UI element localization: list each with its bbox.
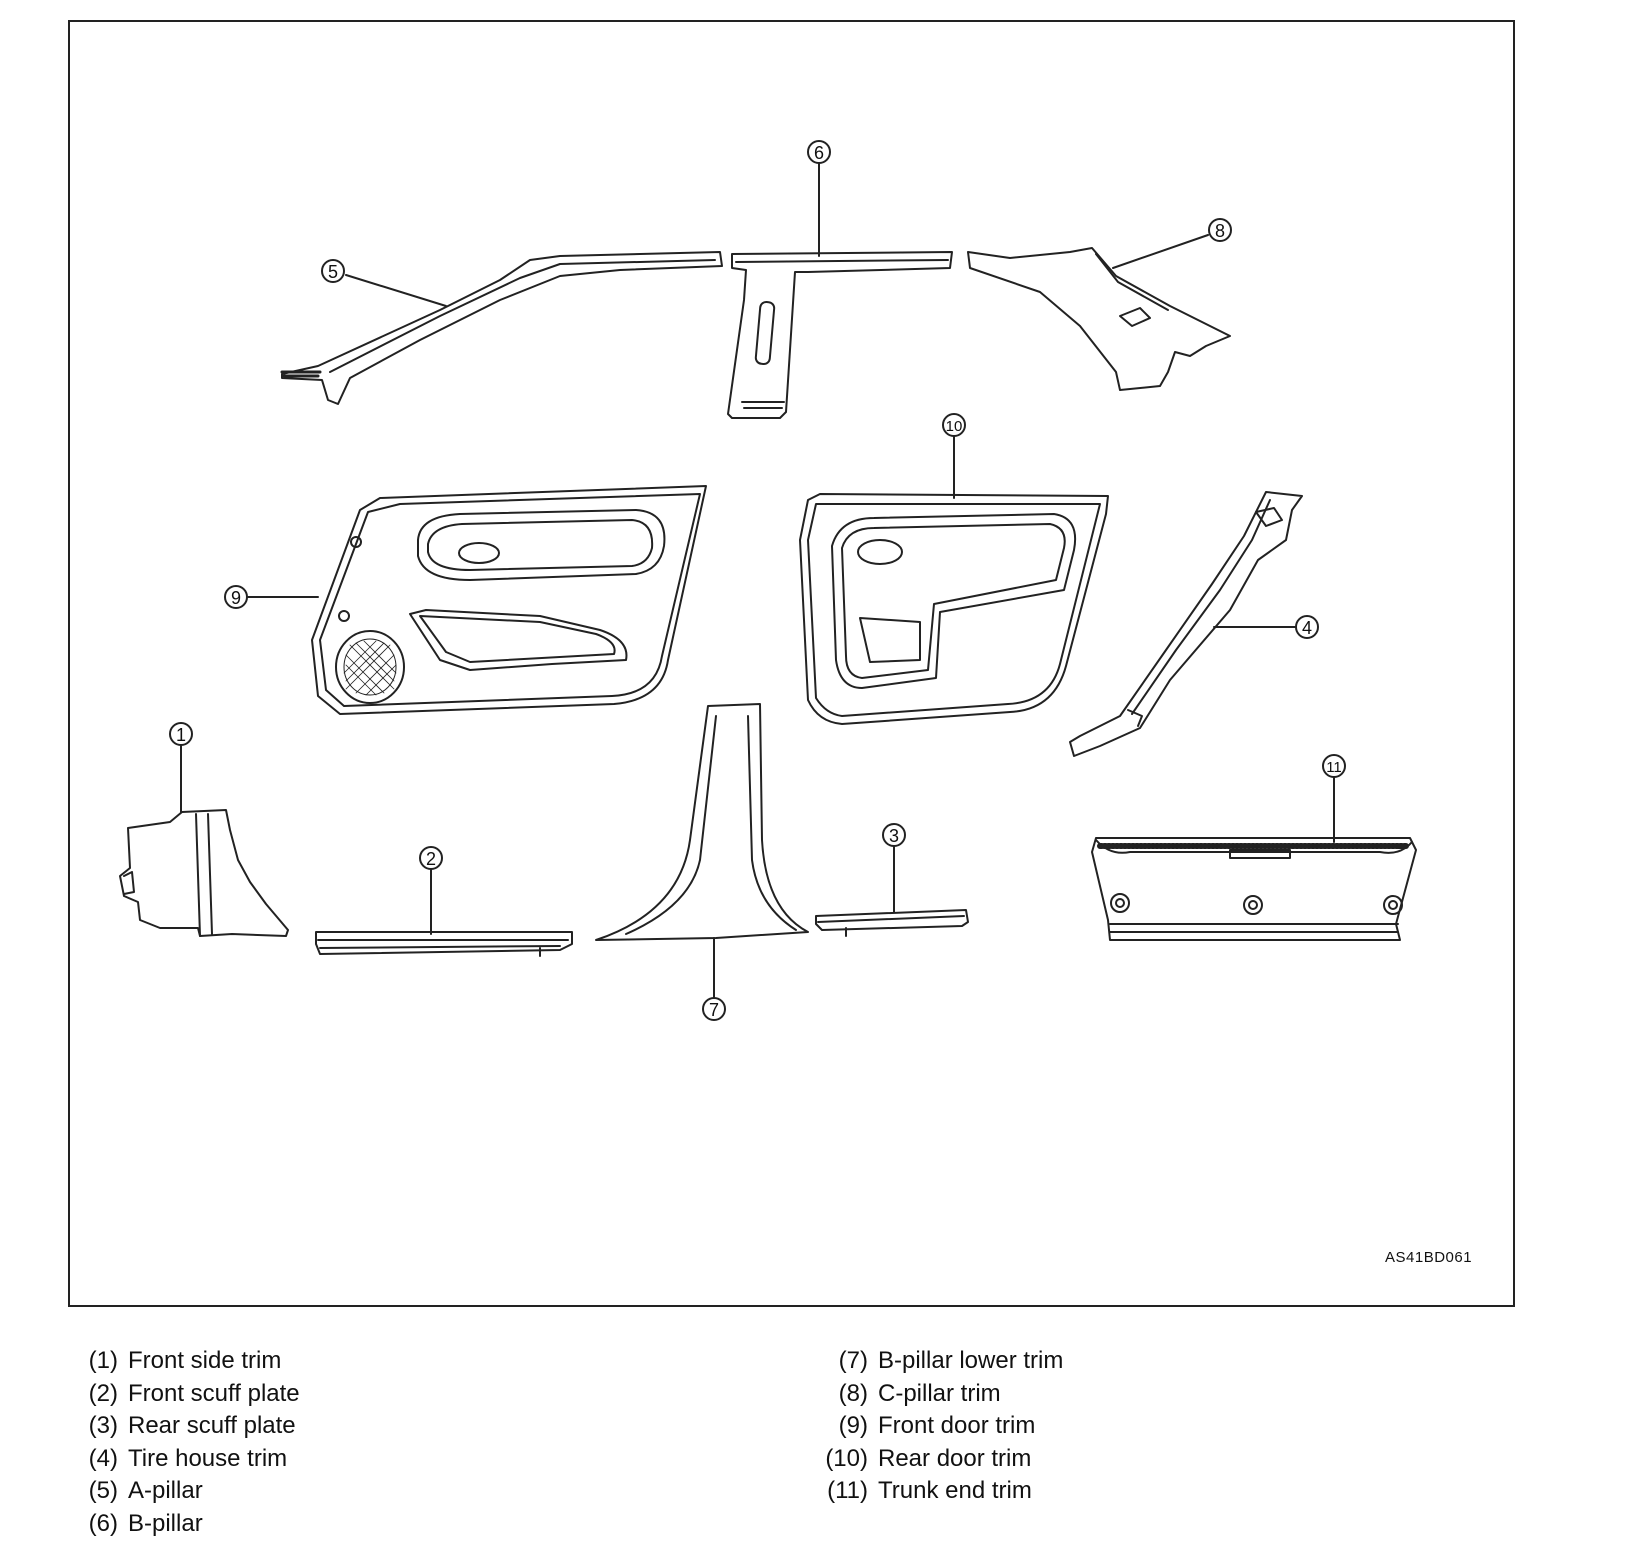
callout-1: 1: [169, 722, 193, 813]
legend-item: (7) B-pillar lower trim: [815, 1345, 1064, 1378]
rear-door-trim-part: [799, 493, 1109, 725]
legend-label: Front scuff plate: [128, 1379, 300, 1407]
legend-number: (5): [88, 1477, 118, 1504]
callout-4: 4: [1213, 615, 1319, 639]
legend-item: (3) Rear scuff plate: [80, 1410, 300, 1443]
legend-item: (11) Trunk end trim: [815, 1475, 1063, 1508]
legend-label: Rear scuff plate: [128, 1412, 296, 1439]
legend-number: (3): [88, 1412, 118, 1439]
svg-text:7: 7: [709, 1000, 719, 1020]
callout-2: 2: [419, 846, 443, 935]
callout-10: 10: [942, 413, 966, 499]
legend-item: (4) Tire house trim: [80, 1443, 300, 1476]
figure-code: AS41BD061: [1385, 1249, 1473, 1266]
legend-item: (9) Front door trim: [815, 1410, 1063, 1443]
legend-right-column: (7)B-pillar lower trim (8)C-pillar trim …: [815, 1345, 1063, 1508]
callout-11: 11: [1322, 754, 1346, 843]
legend-number: (7): [838, 1347, 868, 1374]
legend-label: Trunk end trim: [878, 1477, 1032, 1504]
diagram-frame: [68, 20, 1515, 1307]
legend-label: Tire house trim: [128, 1444, 288, 1472]
legend-number: (6): [88, 1509, 118, 1537]
tire-house-trim-part: [1069, 491, 1303, 757]
legend-label: B-pillar lower trim: [878, 1347, 1064, 1374]
svg-text:6: 6: [814, 143, 824, 163]
legend-label: Rear door trim: [878, 1444, 1032, 1472]
legend-item: (5) A-pillar: [80, 1475, 300, 1508]
legend-label: A-pillar: [128, 1477, 203, 1504]
callout-3: 3: [882, 823, 906, 913]
trunk-end-trim-part: [1091, 837, 1417, 941]
svg-text:3: 3: [889, 826, 899, 846]
svg-text:4: 4: [1302, 618, 1312, 638]
legend-item: (10) Rear door trim: [815, 1443, 1063, 1476]
legend-left-column: (1)Front side trim (2)Front scuff plate …: [80, 1345, 300, 1540]
svg-text:11: 11: [1326, 759, 1342, 776]
legend-number: (4): [88, 1444, 118, 1472]
legend-label: Front door trim: [878, 1412, 1036, 1439]
callout-9: 9: [224, 585, 319, 609]
legend-number: (9): [838, 1412, 868, 1439]
svg-text:9: 9: [231, 588, 241, 608]
legend-item: (6) B-pillar: [80, 1508, 300, 1541]
svg-text:2: 2: [426, 849, 436, 869]
c-pillar-trim-part: [967, 247, 1231, 391]
legend-number: (8): [838, 1379, 868, 1407]
front-side-trim-part: [119, 809, 289, 937]
callout-6: 6: [807, 140, 831, 257]
legend-item: (2) Front scuff plate: [80, 1378, 300, 1411]
rear-scuff-plate-part: [815, 909, 969, 937]
legend-item: (1) Front side trim: [80, 1345, 300, 1378]
svg-text:5: 5: [328, 262, 338, 282]
legend-number: (10): [825, 1444, 868, 1472]
front-door-trim-part: [311, 485, 707, 715]
b-pillar-part: [727, 251, 953, 419]
legend-number: (11): [827, 1477, 868, 1504]
svg-text:1: 1: [176, 725, 186, 745]
a-pillar-part: [280, 251, 723, 405]
legend-number: (2): [88, 1379, 118, 1407]
svg-text:10: 10: [946, 418, 963, 435]
legend-item: (8) C-pillar trim: [815, 1378, 1063, 1411]
callout-8: 8: [1112, 218, 1232, 269]
front-scuff-plate-part: [315, 931, 573, 957]
b-pillar-lower-trim-part: [595, 703, 809, 941]
callout-7: 7: [702, 937, 726, 1021]
legend-label: C-pillar trim: [878, 1379, 1001, 1407]
legend-label: Front side trim: [128, 1347, 282, 1374]
svg-text:8: 8: [1215, 221, 1225, 241]
callout-5: 5: [321, 259, 447, 307]
legend-number: (1): [88, 1347, 118, 1374]
legend-label: B-pillar: [128, 1509, 203, 1537]
